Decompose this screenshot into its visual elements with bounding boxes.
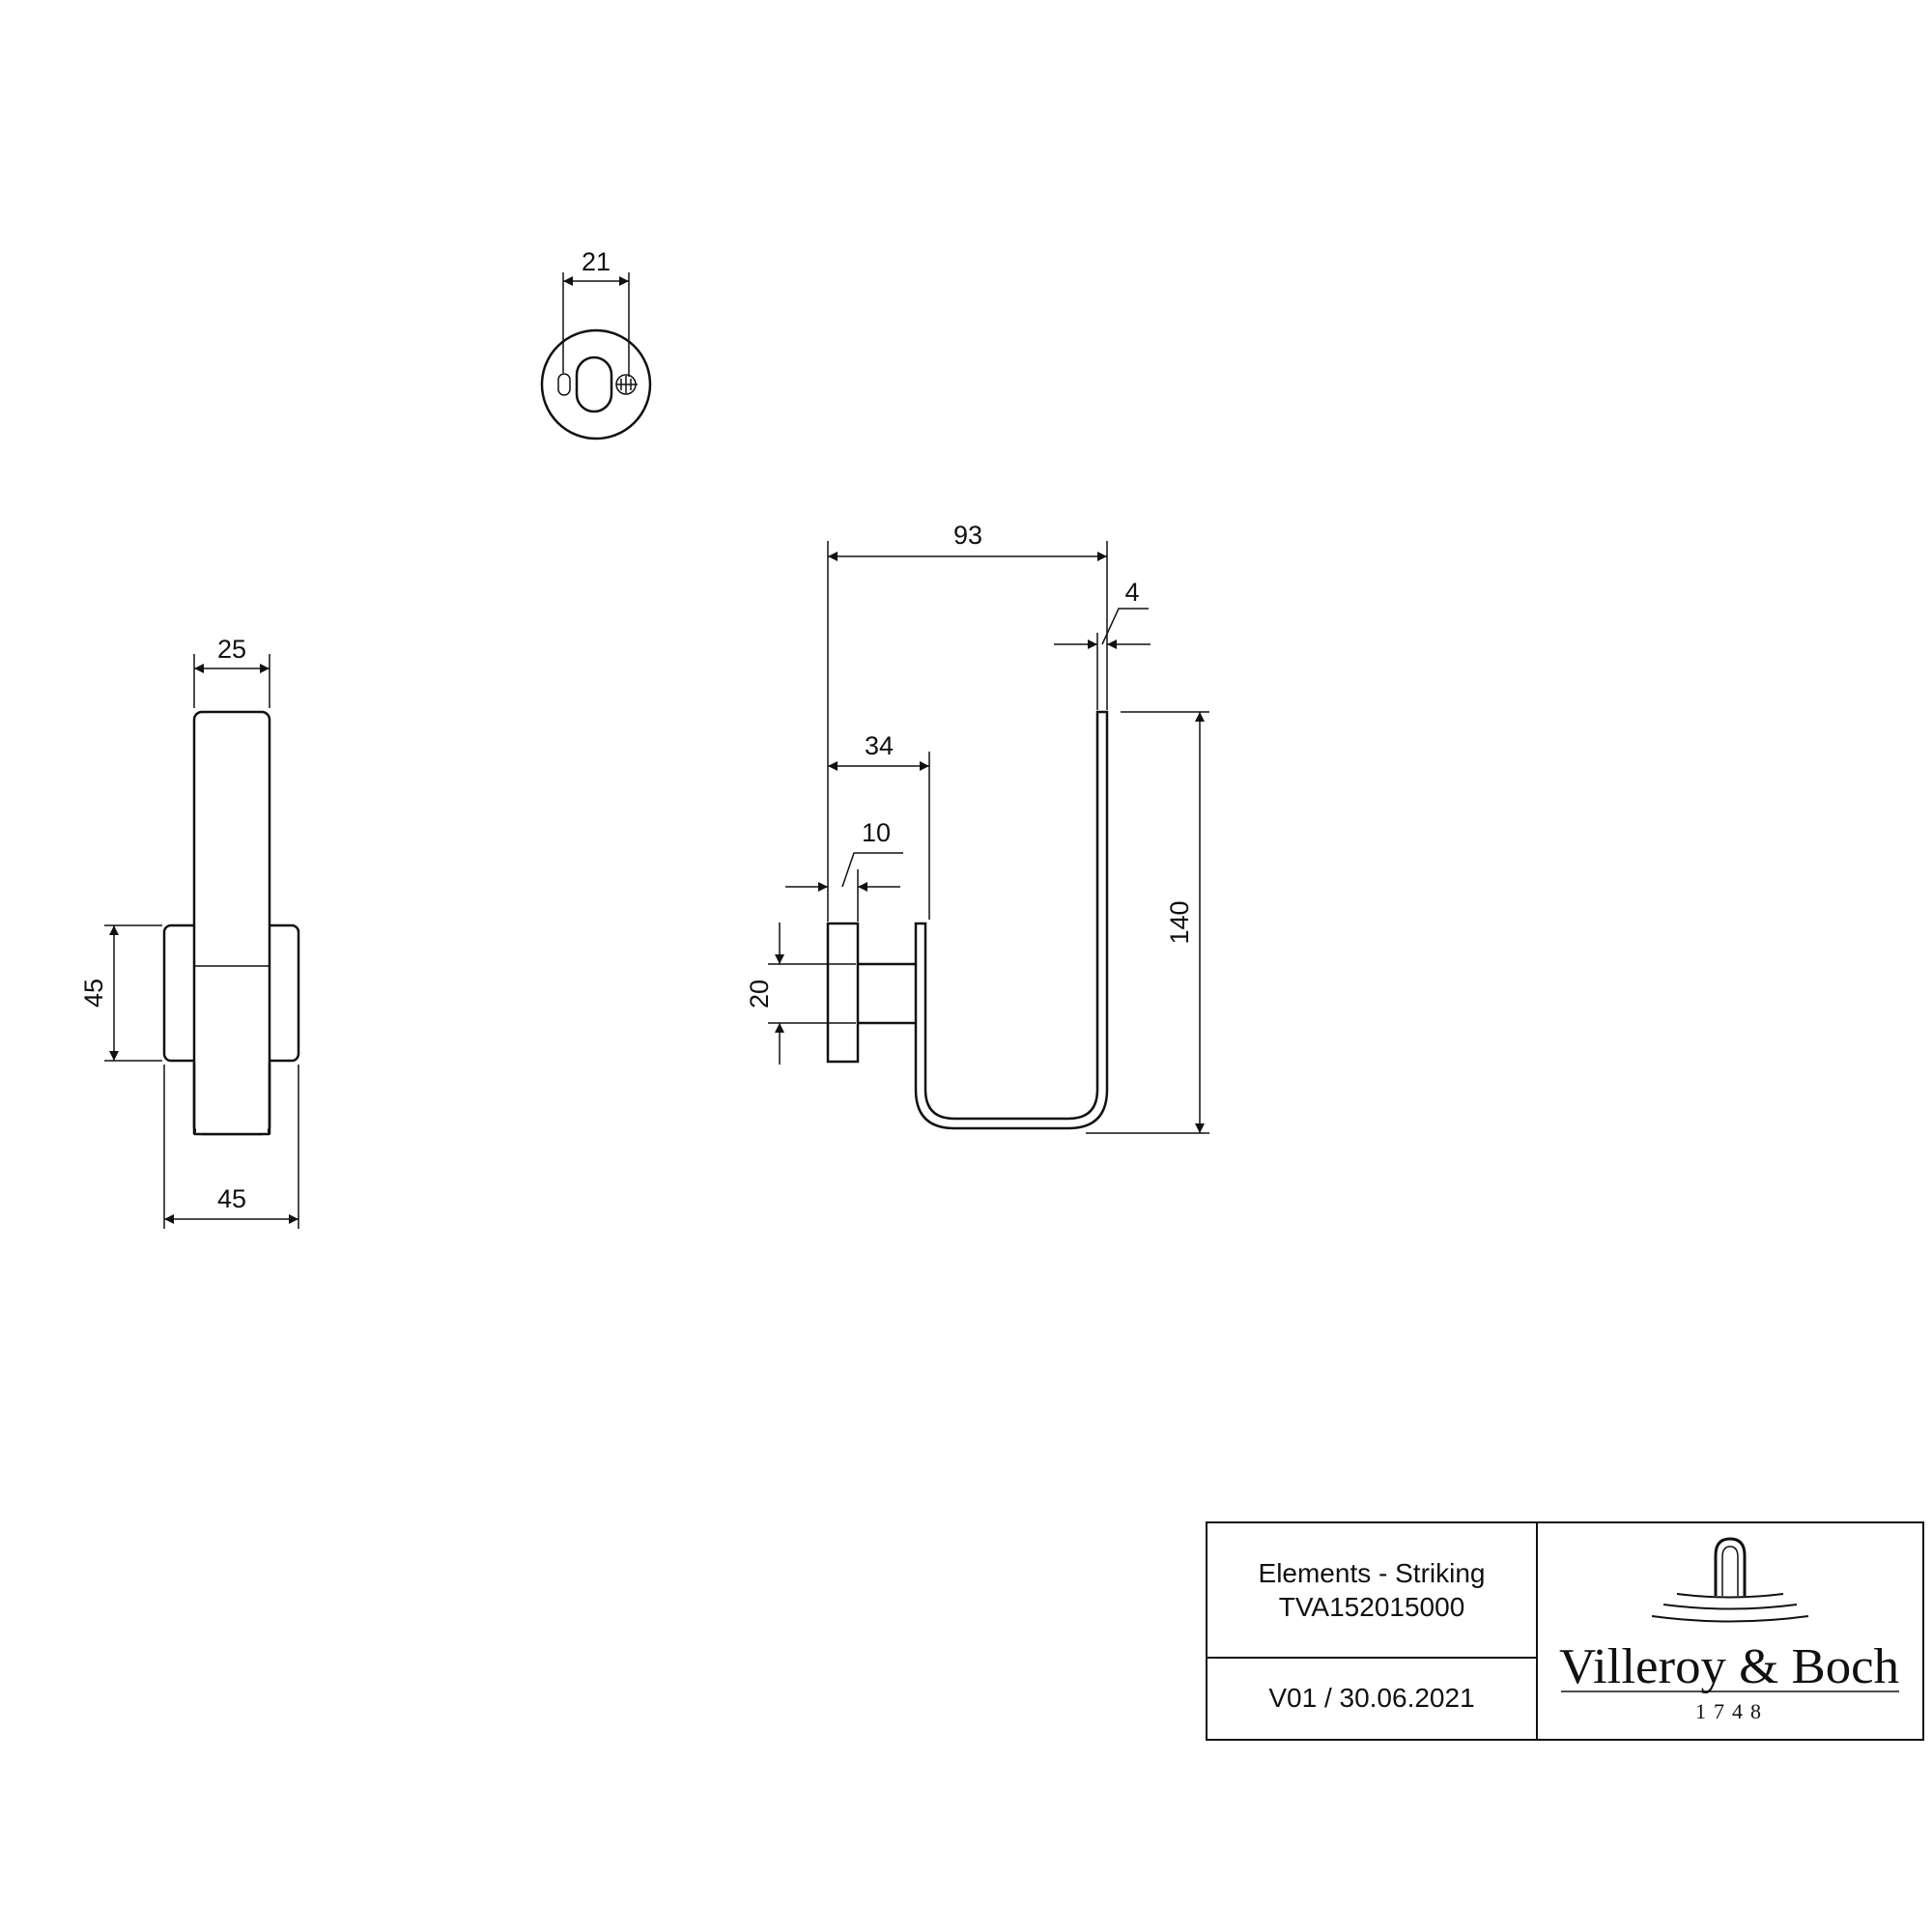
side-view: 93 4 34 10 20 140 [745, 521, 1209, 1134]
front-hook-body [192, 710, 271, 1136]
logo-tap-icon [1714, 1537, 1747, 1596]
dimension-label-45-horizontal: 45 [217, 1184, 246, 1213]
dimension-label-20: 20 [745, 980, 774, 1009]
dimension-label-34: 34 [865, 731, 894, 760]
dimension-label-4: 4 [1124, 578, 1139, 607]
dimension-label-25: 25 [217, 635, 246, 664]
brand-wordmark: Villeroy & Boch [1559, 1639, 1899, 1694]
version-date: V01 / 30.06.2021 [1268, 1683, 1474, 1713]
dimension-label-10: 10 [862, 818, 891, 847]
dimension-label-45-vertical: 45 [79, 979, 108, 1008]
side-wall-plate [826, 922, 860, 1064]
brand-year: 1748 [1695, 1699, 1769, 1723]
brand-logo: Villeroy & Boch 1748 [1559, 1537, 1899, 1723]
rosette-outline [540, 328, 652, 440]
article-number: TVA152015000 [1279, 1592, 1465, 1622]
left-screw-slot [557, 373, 571, 396]
dimension-label-93: 93 [953, 521, 982, 550]
side-hook-profile [914, 710, 1109, 1130]
product-name: Elements - Striking [1259, 1558, 1486, 1588]
dimension-label-21: 21 [582, 247, 611, 276]
front-view: 25 45 45 [79, 635, 300, 1229]
dimension-label-140: 140 [1165, 900, 1194, 944]
title-block: Elements - Striking TVA152015000 V01 / 3… [1206, 1521, 1924, 1741]
center-mount-slot [575, 355, 613, 413]
top-view: 21 [540, 247, 652, 440]
